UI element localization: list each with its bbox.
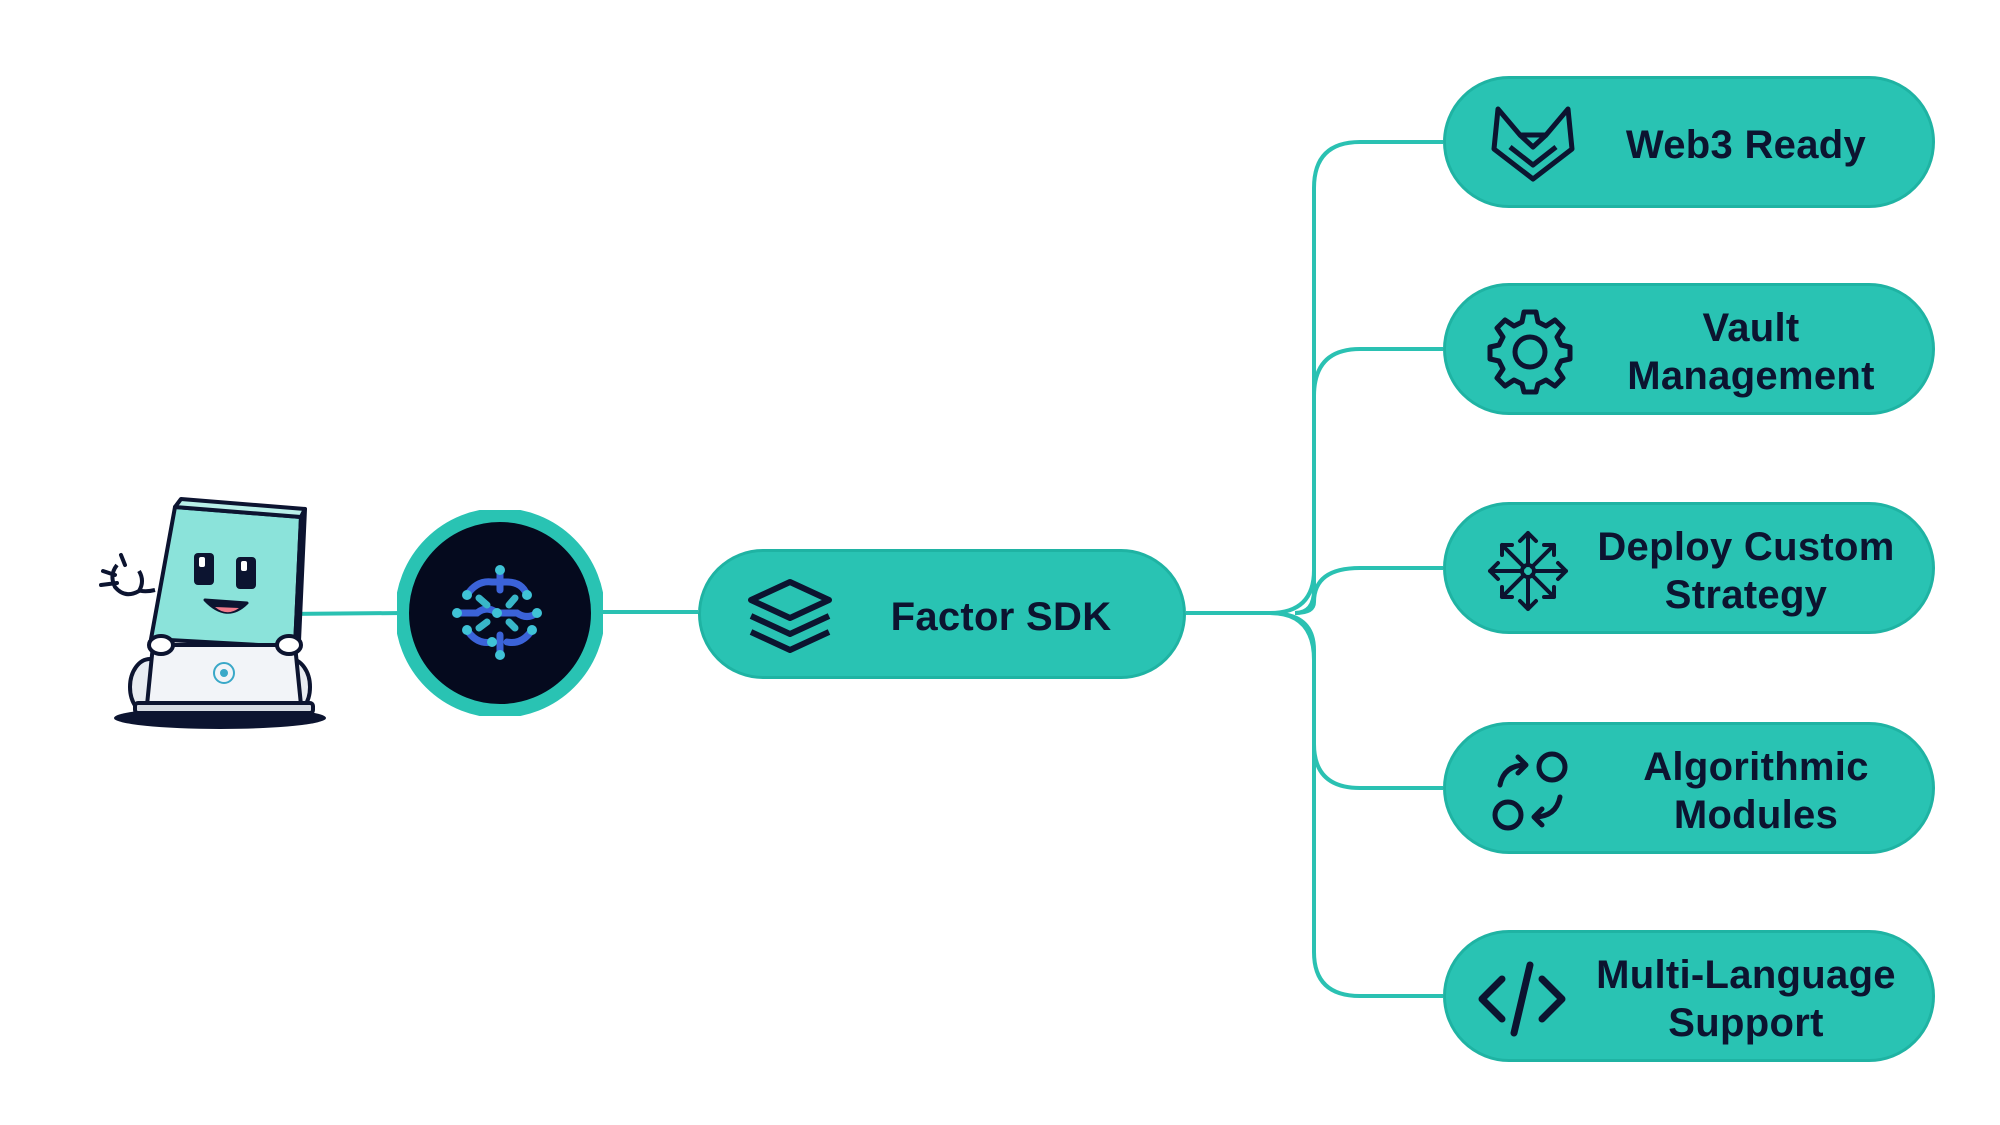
feature-multi-language-support[interactable]: Multi-Language Support — [1443, 930, 1935, 1062]
feature-deploy-custom-strategy[interactable]: Deploy Custom Strategy — [1443, 502, 1935, 634]
branch-web3 — [1186, 140, 1443, 615]
feature-web3-ready[interactable]: Web3 Ready — [1443, 76, 1935, 208]
factor-sdk-label: Factor SDK — [890, 595, 1112, 639]
fox-icon — [1488, 99, 1578, 189]
branch-multilang — [1269, 611, 1443, 998]
factor-sdk-node[interactable]: Factor SDK — [698, 549, 1186, 679]
web3-ready-label: Web3 Ready — [1625, 123, 1867, 167]
layers-icon — [743, 570, 837, 664]
network-brain-icon — [453, 566, 541, 659]
multi-language-support-label: Multi-Language Support — [1596, 953, 1896, 1045]
branch-deploy — [1294, 566, 1443, 615]
vault-management-label: Vault Management — [1627, 306, 1875, 398]
network-node — [397, 510, 603, 716]
algorithmic-modules-label: Algorithmic Modules — [1643, 745, 1869, 837]
branch-vault — [1294, 347, 1443, 615]
exchange-circles-icon — [1486, 747, 1574, 835]
mascot-connector — [281, 611, 405, 616]
feature-algorithmic-modules[interactable]: Algorithmic Modules — [1443, 722, 1935, 854]
feature-vault-management[interactable]: Vault Management — [1443, 283, 1935, 415]
gear-icon — [1486, 308, 1574, 396]
expand-arrows-icon — [1484, 527, 1572, 615]
branch-algorithmic — [1269, 611, 1443, 790]
deploy-custom-strategy-label: Deploy Custom Strategy — [1597, 525, 1895, 617]
code-icon — [1476, 955, 1568, 1043]
mascot-illustration — [99, 497, 326, 729]
